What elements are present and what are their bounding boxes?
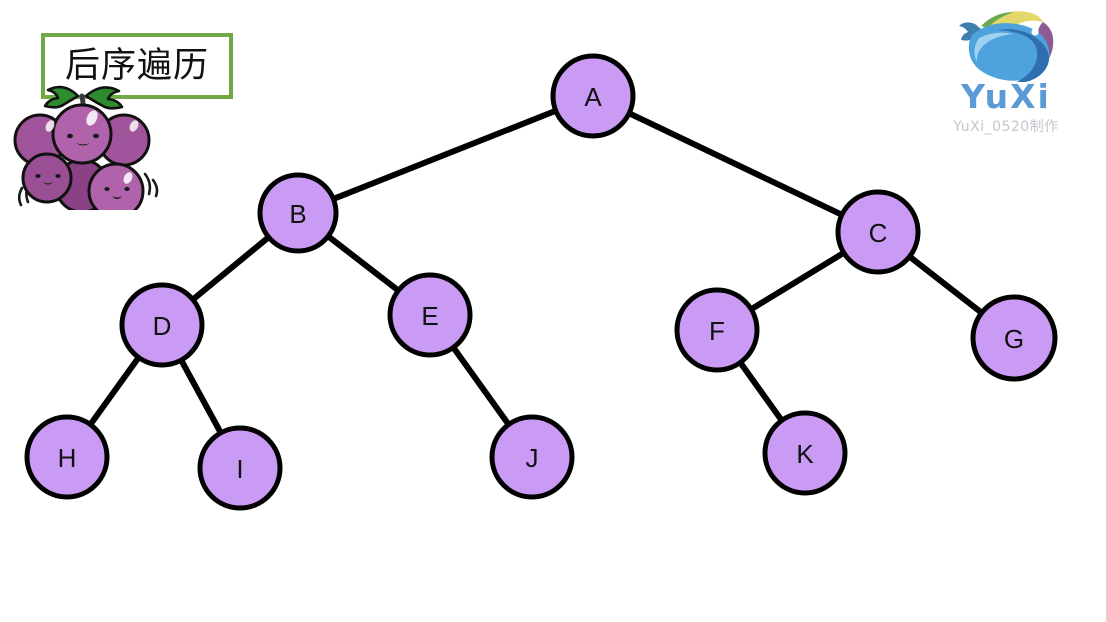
tree-node-circle-g[interactable] xyxy=(970,294,1058,382)
tree-node-c[interactable]: C xyxy=(835,189,921,275)
tree-node-circle-k[interactable] xyxy=(762,410,848,496)
tree-node-circle-h[interactable] xyxy=(24,414,110,500)
tree-node-circle-c[interactable] xyxy=(835,189,921,275)
tree-edge-d-i xyxy=(176,354,226,439)
tree-node-label-g: G xyxy=(1004,324,1024,354)
tree-node-label-c: C xyxy=(869,218,888,248)
tree-edge-e-j xyxy=(448,342,514,430)
tree-node-label-e: E xyxy=(421,301,438,331)
tree-node-label-h: H xyxy=(58,443,77,473)
tree-edge-a-c xyxy=(623,108,848,220)
brand-wordmark: YuXi xyxy=(961,77,1051,116)
tree-node-f[interactable]: F xyxy=(674,287,760,373)
tree-node-i[interactable]: I xyxy=(197,425,283,511)
tree-node-d[interactable]: D xyxy=(119,282,205,368)
tree-node-e[interactable]: E xyxy=(387,272,473,358)
tree-node-circle-b[interactable] xyxy=(257,172,339,254)
tree-node-label-f: F xyxy=(709,316,725,346)
title-box: 后序遍历 xyxy=(41,33,233,99)
tree-edge-d-h xyxy=(85,352,144,430)
brand-logo-block: YuXi YuXi_0520制作 xyxy=(918,4,1094,150)
tree-edge-c-g xyxy=(904,251,988,318)
tree-node-circle-j[interactable] xyxy=(489,414,575,500)
grape-cluster-icon xyxy=(13,85,159,210)
tree-node-h[interactable]: H xyxy=(24,414,110,500)
tree-node-a[interactable]: A xyxy=(550,53,636,139)
tree-edge-f-k xyxy=(735,357,787,426)
brand-subtitle: YuXi_0520制作 xyxy=(953,118,1059,135)
whale-icon xyxy=(959,11,1054,82)
tree-node-circle-i[interactable] xyxy=(197,425,283,511)
tree-node-circle-e[interactable] xyxy=(387,272,473,358)
tree-node-label-d: D xyxy=(153,311,172,341)
tree-node-label-i: I xyxy=(236,454,243,484)
tree-node-label-a: A xyxy=(584,82,602,112)
tree-edge-group xyxy=(85,106,988,439)
tree-node-circle-d[interactable] xyxy=(119,282,205,368)
tree-node-label-k: K xyxy=(796,439,814,469)
tree-edge-a-b xyxy=(327,106,562,204)
tree-node-circle-a[interactable] xyxy=(550,53,636,139)
tree-node-label-b: B xyxy=(289,199,306,229)
tree-node-circle-f[interactable] xyxy=(674,287,760,373)
tree-edge-b-d xyxy=(187,232,274,305)
tree-node-g[interactable]: G xyxy=(970,294,1058,382)
tree-node-b[interactable]: B xyxy=(257,172,339,254)
tree-edge-c-f xyxy=(745,248,850,314)
tree-node-group: A B C D E F G H I J K xyxy=(24,53,1058,511)
tree-node-k[interactable]: K xyxy=(762,410,848,496)
tree-node-j[interactable]: J xyxy=(489,414,575,500)
tree-edge-b-e xyxy=(322,231,404,296)
page-title: 后序遍历 xyxy=(64,45,209,86)
tree-node-label-j: J xyxy=(526,443,539,473)
